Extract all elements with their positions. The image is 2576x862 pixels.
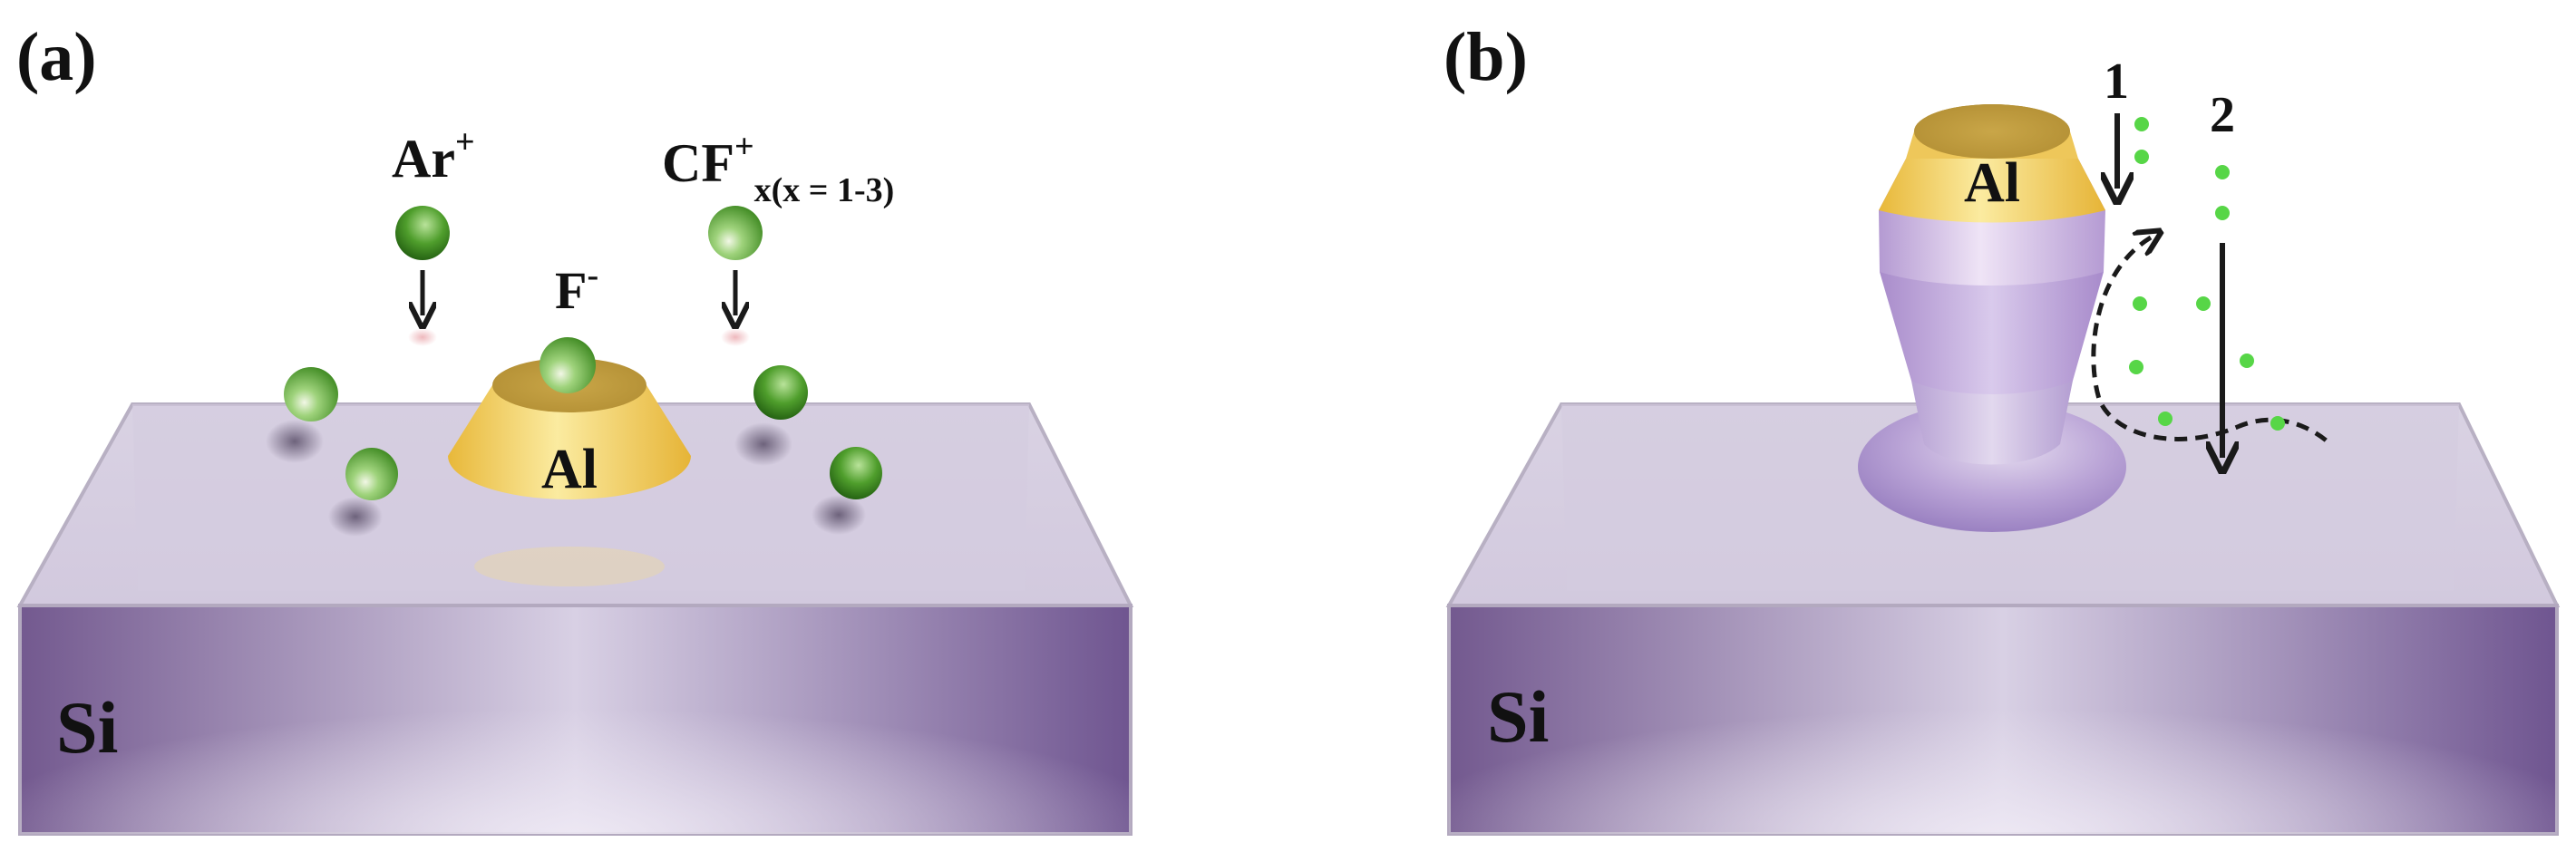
dot	[2215, 206, 2230, 220]
panel-a-label: (a)	[16, 19, 97, 95]
species-dots	[2129, 117, 2285, 431]
dot	[2270, 416, 2285, 431]
dot	[2134, 150, 2149, 164]
f-ion-label: F-	[555, 257, 598, 320]
f-ion-group: F-	[540, 257, 598, 393]
particle	[345, 448, 398, 500]
dot	[2129, 360, 2143, 374]
ar-ion-label: Ar+	[392, 123, 475, 189]
particle	[830, 447, 882, 499]
particle	[284, 367, 338, 421]
dot	[2215, 165, 2230, 179]
particle	[753, 365, 808, 420]
particle-shadow	[266, 420, 324, 463]
si-substrate-a: Si	[16, 402, 1134, 836]
particle-shadow	[812, 495, 866, 535]
dot	[2134, 117, 2149, 131]
al-label-b: Al	[1964, 152, 2020, 214]
ar-impact-glow	[408, 328, 437, 346]
particle-shadow	[328, 497, 383, 537]
path-2-label: 2	[2210, 87, 2235, 143]
path-1-deflection	[2091, 237, 2332, 446]
si-label-a: Si	[56, 686, 118, 769]
etched-pillar: Al	[1858, 104, 2126, 532]
ar-ion	[395, 206, 450, 260]
al-mask-b: Al	[1879, 104, 2105, 223]
ar-ion-group: Ar+	[392, 123, 475, 346]
cf-ion	[708, 206, 763, 260]
dot	[2196, 296, 2211, 311]
cf-impact-glow	[721, 328, 750, 346]
f-ion	[540, 337, 596, 393]
si-label-b: Si	[1487, 675, 1549, 758]
dot	[2240, 354, 2254, 368]
path-2: 2	[2210, 87, 2235, 458]
path-1-label: 1	[2104, 53, 2129, 110]
panel-b-label: (b)	[1444, 19, 1528, 95]
panel-b: (b) Si Al 1	[1444, 19, 2561, 836]
particle-shadow	[734, 422, 792, 466]
cf-ion-label: CF+x(x = 1-3)	[662, 128, 894, 209]
dot	[2158, 412, 2173, 426]
path-1: 1	[2091, 53, 2332, 446]
al-label-a: Al	[541, 439, 598, 500]
scattered-particles-a	[266, 365, 882, 537]
panel-a: (a) Si Al Ar+ F- CF+x(x = 1-	[16, 19, 1134, 836]
cf-ion-group: CF+x(x = 1-3)	[662, 128, 894, 346]
dot	[2133, 296, 2147, 311]
